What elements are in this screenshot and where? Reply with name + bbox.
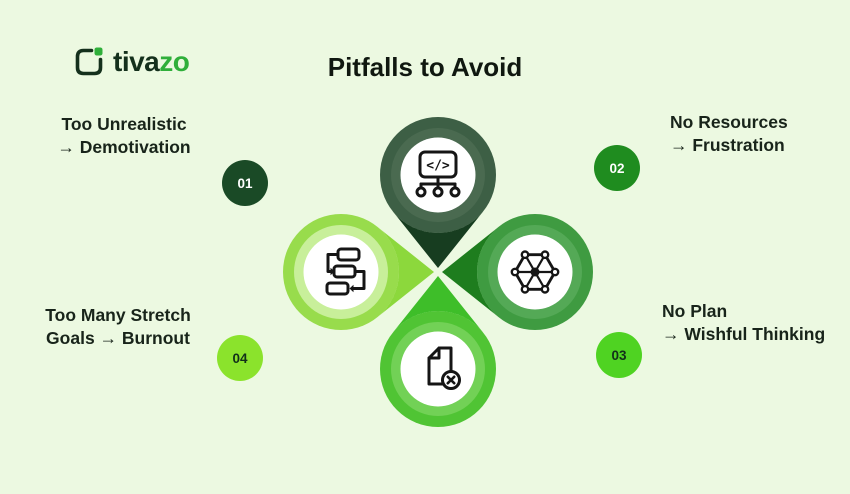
label-too-many-stretch-goals: Too Many Stretch Goals → Burnout bbox=[22, 304, 214, 350]
label-line: No Resources bbox=[670, 112, 788, 132]
brand-logo: tivazo bbox=[74, 46, 190, 78]
label-line: → Demotivation bbox=[57, 137, 191, 157]
svg-text:</>: </> bbox=[426, 159, 450, 174]
checkbox-frame-icon bbox=[75, 47, 103, 76]
badge-03: 03 bbox=[596, 332, 642, 378]
badge-01: 01 bbox=[222, 160, 268, 206]
code-sitemap-icon: </> bbox=[415, 150, 461, 198]
workflow-icon bbox=[325, 247, 366, 296]
label-line: Too Many Stretch bbox=[45, 305, 191, 325]
clover-diagram: </> bbox=[283, 117, 593, 427]
petal-bottom bbox=[380, 276, 496, 427]
label-line: Goals → Burnout bbox=[46, 328, 190, 348]
brand-name-dark: tiva bbox=[113, 46, 160, 77]
label-too-unrealistic: Too Unrealistic → Demotivation bbox=[28, 113, 220, 159]
badge-02: 02 bbox=[594, 145, 640, 191]
page-title: Pitfalls to Avoid bbox=[327, 52, 523, 82]
label-no-plan: No Plan → Wishful Thinking bbox=[662, 300, 850, 346]
label-line: No Plan bbox=[662, 301, 728, 321]
badge-04: 04 bbox=[217, 335, 263, 381]
petal-left bbox=[283, 214, 434, 330]
label-line: → Frustration bbox=[670, 135, 785, 155]
network-nodes-icon bbox=[510, 250, 560, 294]
label-line: → Wishful Thinking bbox=[662, 324, 826, 344]
brand-name: tivazo bbox=[113, 46, 190, 77]
document-error-icon bbox=[427, 346, 461, 390]
brand-name-accent: zo bbox=[159, 46, 190, 77]
label-line: Too Unrealistic bbox=[61, 114, 187, 134]
label-no-resources: No Resources → Frustration bbox=[670, 111, 848, 157]
